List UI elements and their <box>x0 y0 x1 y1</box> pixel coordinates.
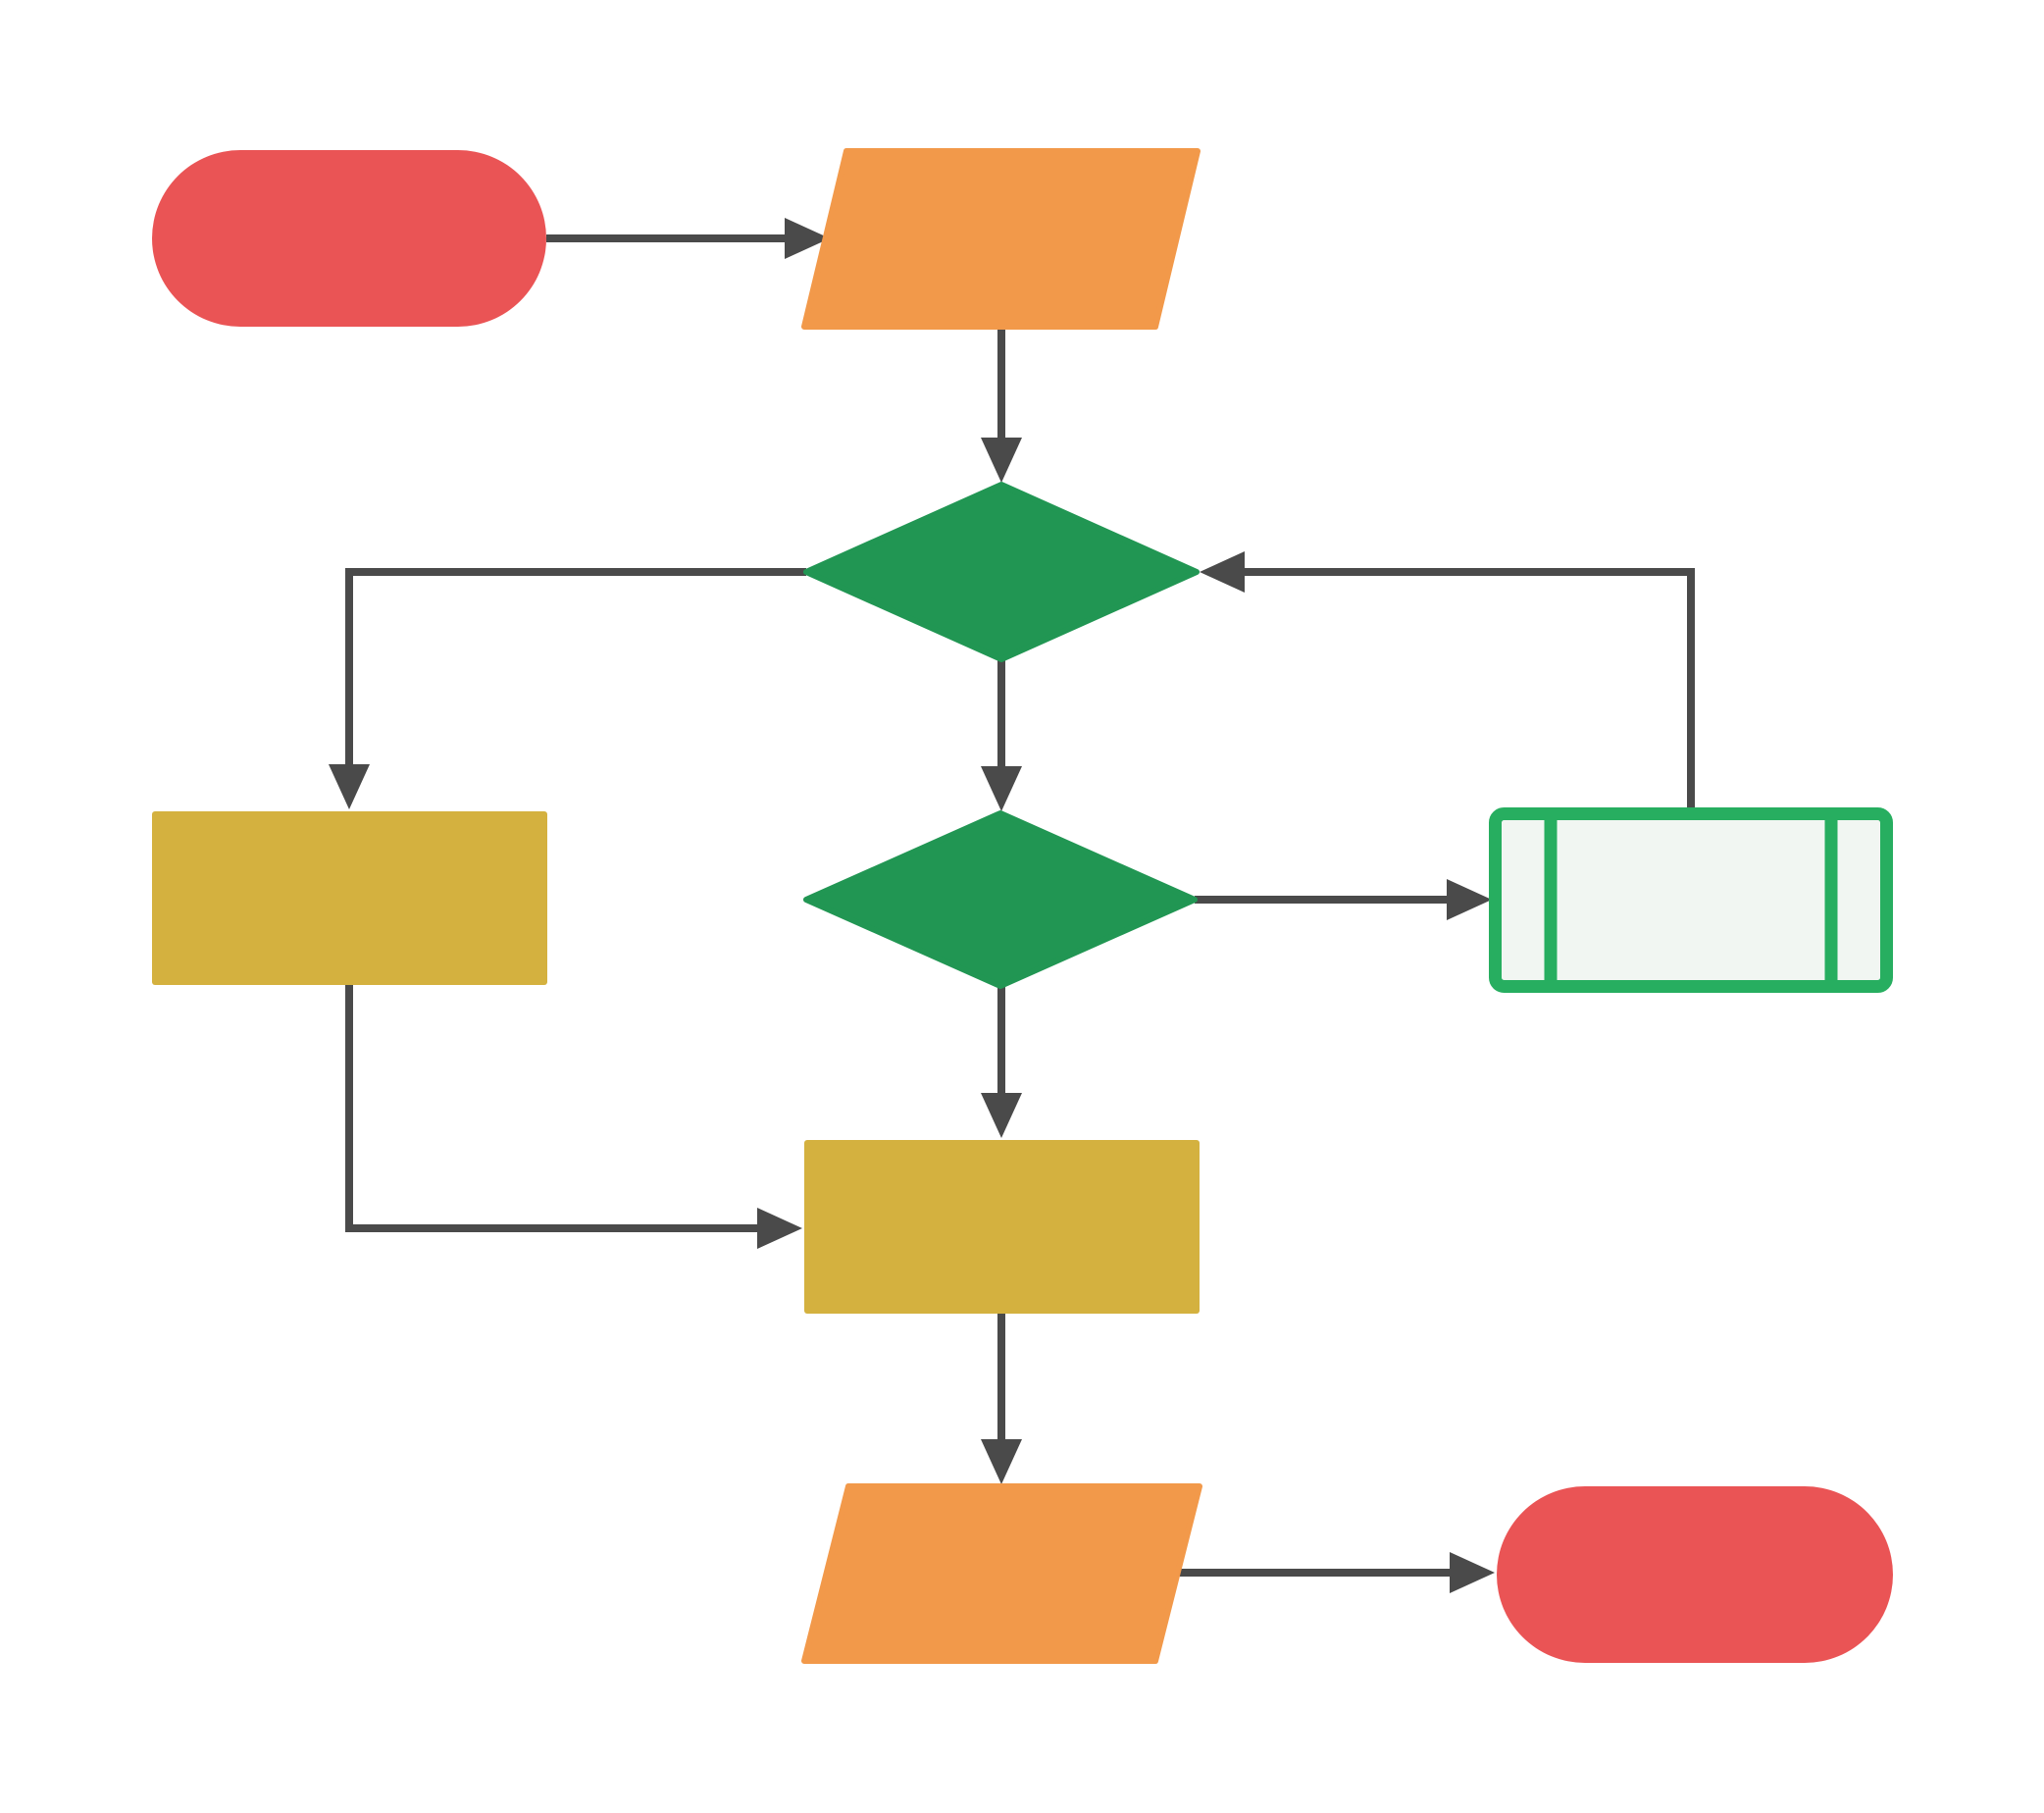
edge-decision-1-to-process-left-arrowhead <box>329 764 370 809</box>
edge-start-to-io-input <box>546 218 830 259</box>
process-left[interactable] <box>152 811 547 985</box>
edge-io-output-to-terminator-end-arrowhead <box>1450 1552 1495 1593</box>
edge-io-input-to-decision-1-arrowhead <box>981 438 1022 483</box>
edge-subroutine-to-decision-1-arrowhead <box>1200 551 1245 593</box>
edge-process-center-to-io-output <box>981 1314 1022 1484</box>
edge-io-output-to-terminator-end <box>1178 1552 1495 1593</box>
edge-decision-2-to-process-center <box>981 986 1022 1138</box>
edge-process-left-to-process-center <box>345 985 802 1249</box>
terminator-end[interactable] <box>1497 1486 1893 1663</box>
connector-layer <box>329 218 1695 1593</box>
edge-decision-2-to-process-center-arrowhead <box>981 1093 1022 1138</box>
terminator-start[interactable] <box>152 150 546 327</box>
edge-process-left-to-process-center-arrowhead <box>757 1208 802 1249</box>
decision-1[interactable] <box>803 482 1200 662</box>
io-output[interactable] <box>801 1483 1202 1664</box>
edge-decision-1-to-process-left <box>329 568 806 809</box>
subroutine[interactable] <box>1489 807 1893 993</box>
edge-subroutine-to-decision-1 <box>1200 551 1695 807</box>
node-layer <box>152 148 1893 1664</box>
io-input[interactable] <box>801 148 1201 330</box>
edge-process-center-to-io-output-arrowhead <box>981 1439 1022 1484</box>
edge-io-input-to-decision-1 <box>981 327 1022 483</box>
process-center[interactable] <box>804 1140 1200 1314</box>
edge-decision-1-to-decision-2 <box>981 659 1022 811</box>
decision-2[interactable] <box>803 810 1198 989</box>
edge-decision-2-to-subroutine-arrowhead <box>1447 879 1492 920</box>
edge-decision-2-to-subroutine <box>1195 879 1492 920</box>
edge-start-to-io-input-arrowhead <box>785 218 830 259</box>
edge-decision-1-to-decision-2-arrowhead <box>981 766 1022 811</box>
